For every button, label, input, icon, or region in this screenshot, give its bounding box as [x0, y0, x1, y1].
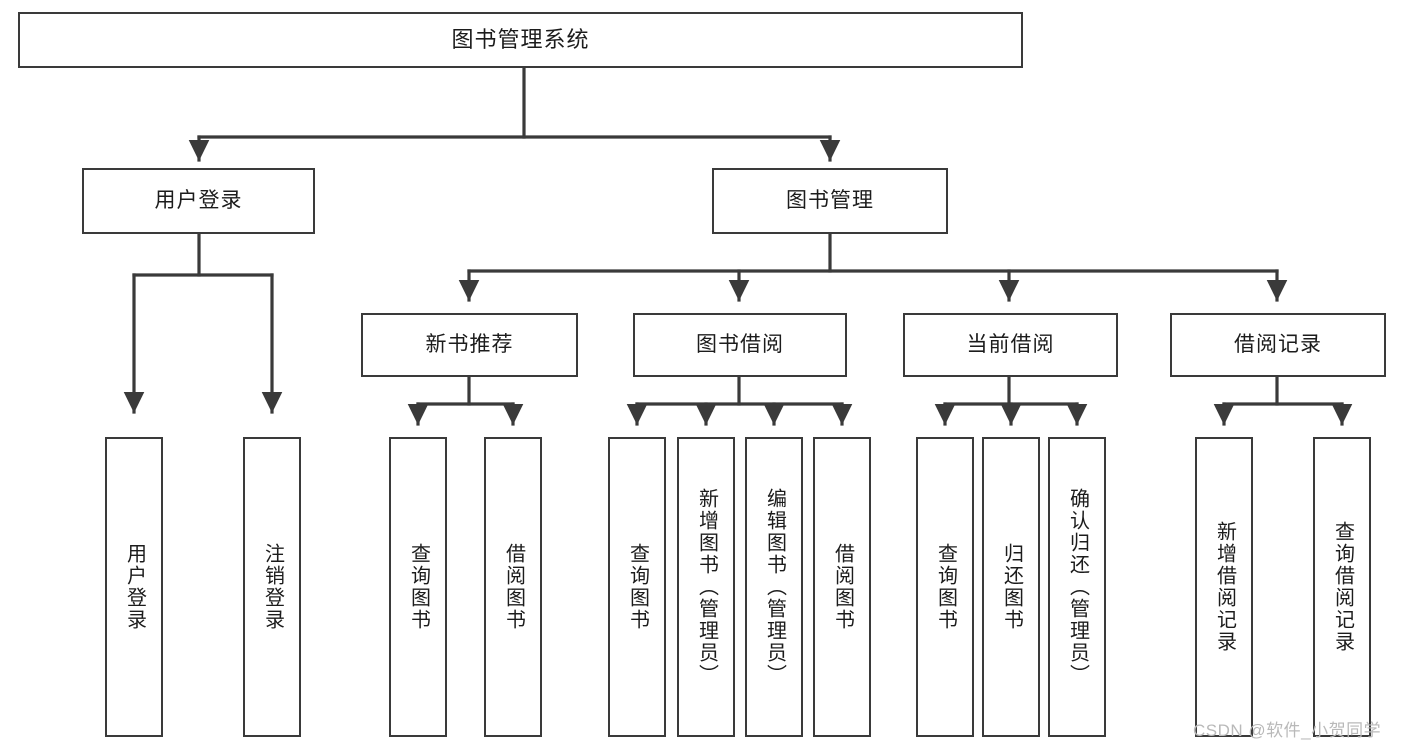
node-leaf-borrow-book-2[interactable]: 借阅图书 [813, 437, 871, 737]
node-leaf-add-book[interactable]: 新增图书（管理员） [677, 437, 735, 737]
node-leaf-add-record[interactable]: 新增借阅记录 [1195, 437, 1253, 737]
node-leaf-confirm-return[interactable]: 确认归还（管理员） [1048, 437, 1106, 737]
node-leaf-query-book-1[interactable]: 查询图书 [389, 437, 447, 737]
node-user-login-label: 用户登录 [154, 188, 243, 212]
node-leaf-user-login-label: 用户登录 [123, 543, 146, 631]
node-current-borrow[interactable]: 当前借阅 [903, 313, 1118, 377]
csdn-watermark: CSDN @软件_小贺同学 [1193, 721, 1382, 740]
node-leaf-query-book-2[interactable]: 查询图书 [608, 437, 666, 737]
node-leaf-add-book-label: 新增图书（管理员） [695, 488, 718, 686]
node-root[interactable]: 图书管理系统 [18, 12, 1023, 68]
node-root-label: 图书管理系统 [451, 27, 590, 53]
node-leaf-query-record[interactable]: 查询借阅记录 [1313, 437, 1371, 737]
node-book-manage[interactable]: 图书管理 [712, 168, 948, 234]
node-leaf-query-book-1-label: 查询图书 [407, 543, 430, 631]
node-leaf-logout-login[interactable]: 注销登录 [243, 437, 301, 737]
node-leaf-query-book-2-label: 查询图书 [626, 543, 649, 631]
node-leaf-logout-login-label: 注销登录 [261, 543, 284, 631]
node-leaf-borrow-book-1-label: 借阅图书 [502, 543, 525, 631]
node-leaf-borrow-book-1[interactable]: 借阅图书 [484, 437, 542, 737]
node-leaf-borrow-book-2-label: 借阅图书 [831, 543, 854, 631]
node-leaf-query-record-label: 查询借阅记录 [1331, 521, 1354, 653]
node-book-borrow-label: 图书借阅 [696, 332, 784, 356]
node-book-manage-label: 图书管理 [786, 188, 874, 212]
node-leaf-edit-book-label: 编辑图书（管理员） [763, 488, 786, 686]
node-borrow-record[interactable]: 借阅记录 [1170, 313, 1386, 377]
node-leaf-return-book[interactable]: 归还图书 [982, 437, 1040, 737]
node-leaf-query-book-3-label: 查询图书 [934, 543, 957, 631]
node-leaf-add-record-label: 新增借阅记录 [1213, 521, 1236, 653]
node-book-borrow[interactable]: 图书借阅 [633, 313, 847, 377]
node-new-book-recommend[interactable]: 新书推荐 [361, 313, 578, 377]
node-borrow-record-label: 借阅记录 [1234, 332, 1322, 356]
node-leaf-query-book-3[interactable]: 查询图书 [916, 437, 974, 737]
node-current-borrow-label: 当前借阅 [966, 332, 1055, 356]
node-leaf-user-login[interactable]: 用户登录 [105, 437, 163, 737]
node-leaf-confirm-return-label: 确认归还（管理员） [1066, 488, 1089, 686]
node-user-login[interactable]: 用户登录 [82, 168, 315, 234]
node-new-book-recommend-label: 新书推荐 [425, 332, 514, 356]
node-leaf-edit-book[interactable]: 编辑图书（管理员） [745, 437, 803, 737]
node-leaf-return-book-label: 归还图书 [1000, 543, 1023, 631]
